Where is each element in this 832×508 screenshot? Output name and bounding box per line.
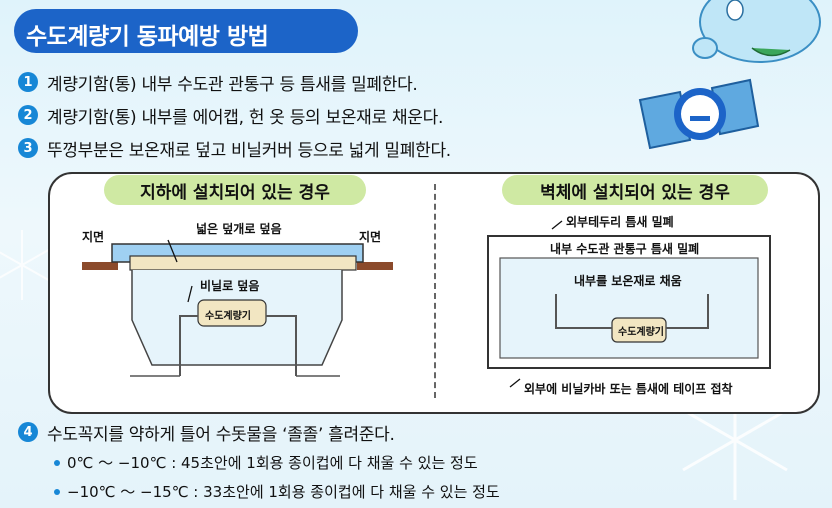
bullet-text: −10℃ ～ −15℃ : 33초안에 1회용 종이컵에 다 채울 수 있는 정…: [67, 483, 500, 501]
ground-left-shape: [82, 262, 118, 270]
meter-label-left: 수도계량기: [205, 311, 251, 322]
underground-header: 지하에 설치되어 있는 경우: [104, 175, 366, 205]
water-meter-shape: [197, 299, 267, 327]
step-1: 1 계량기함(통) 내부 수도관 관통구 등 틈새를 밀폐한다.: [18, 69, 418, 95]
step-number-badge: 4: [18, 422, 38, 442]
ground-label-left: 지면: [82, 230, 105, 244]
insulated-meter-icon: [638, 78, 760, 150]
wall-pipe: [555, 294, 709, 329]
step-text: 뚜껑부분은 보온재로 덮고 비닐커버 등으로 넓게 밀폐한다.: [47, 140, 451, 161]
cover-note: 넓은 덮개로 덮음: [196, 222, 282, 236]
step-number-badge: 3: [18, 138, 38, 158]
fill-note: 내부를 보온재로 채움: [574, 274, 682, 288]
step-number-badge: 1: [18, 72, 38, 92]
bullet-text: 0℃ ～ −10℃ : 45초안에 1회용 종이컵에 다 채울 수 있는 정도: [67, 454, 478, 472]
bullet-item: −10℃ ～ −15℃ : 33초안에 1회용 종이컵에 다 채울 수 있는 정…: [54, 481, 500, 502]
meter-label-right: 수도계량기: [618, 327, 664, 338]
step-2: 2 계량기함(통) 내부를 에어캡, 헌 옷 등의 보온재로 채운다.: [18, 102, 443, 128]
bullet-dot: [54, 488, 60, 495]
ground-right-shape: [357, 262, 393, 270]
vinyl-note: 비닐로 덮음: [200, 279, 260, 293]
step-3: 3 뚜껑부분은 보온재로 덮고 비닐커버 등으로 넓게 밀폐한다.: [18, 135, 451, 161]
inner-seal-note: 내부 수도관 관통구 틈새 밀폐: [550, 242, 700, 256]
step-text: 수도꼭지를 약하게 틀어 수돗물을 ‘졸졸’ 흘려준다.: [47, 424, 395, 445]
bullet-item: 0℃ ～ −10℃ : 45초안에 1회용 종이컵에 다 채울 수 있는 정도: [54, 452, 478, 473]
page-title: 수도계량기 동파예방 방법: [26, 24, 269, 50]
step-text: 계량기함(통) 내부를 에어캡, 헌 옷 등의 보온재로 채운다.: [47, 107, 444, 128]
mascot-icon: [692, 0, 821, 63]
step-4: 4 수도꼭지를 약하게 틀어 수돗물을 ‘졸졸’ 흘려준다.: [18, 419, 395, 445]
step-text: 계량기함(통) 내부 수도관 관통구 등 틈새를 밀폐한다.: [47, 74, 418, 95]
title-banner: [14, 9, 358, 53]
water-meter-shape-right: [611, 317, 667, 343]
outer-seal-note: 외부테두리 틈새 밀폐: [566, 215, 674, 229]
step-number-badge: 2: [18, 105, 38, 125]
tape-note: 외부에 비닐카바 또는 틈새에 테이프 접착: [524, 382, 733, 396]
wall-header: 벽체에 설치되어 있는 경우: [502, 175, 768, 205]
panel-divider: [434, 184, 436, 398]
water-pipe: [179, 315, 297, 376]
bullet-dot: [54, 459, 60, 466]
ground-label-right: 지면: [359, 230, 382, 244]
snowflake-icon: [0, 230, 53, 300]
